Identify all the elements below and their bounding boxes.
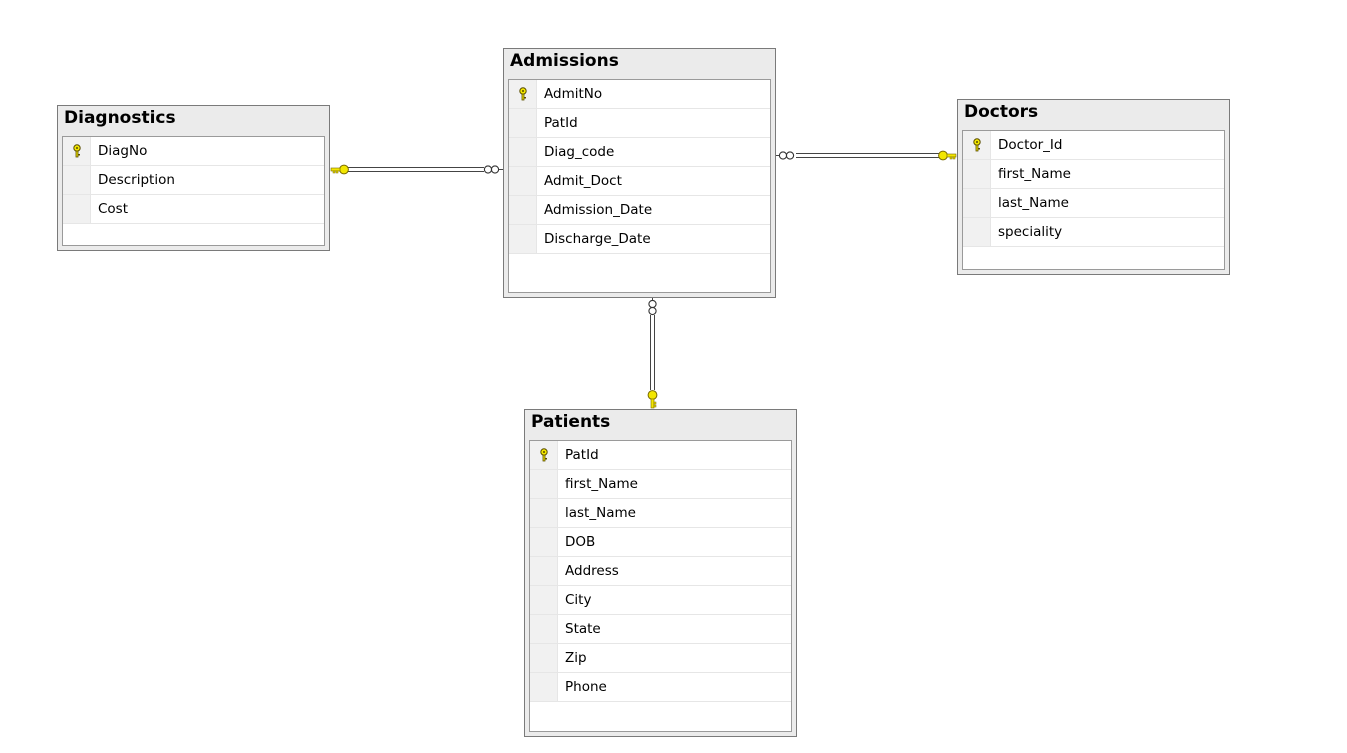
column-name: Address bbox=[565, 563, 619, 579]
table-title: Diagnostics bbox=[64, 108, 176, 127]
column-row[interactable]: Admission_Date bbox=[509, 196, 770, 225]
column-name: DOB bbox=[565, 534, 596, 550]
column-name: last_Name bbox=[565, 505, 636, 521]
key-icon bbox=[972, 138, 982, 152]
column-row[interactable]: Diag_code bbox=[509, 138, 770, 167]
column-row[interactable]: Admit_Doct bbox=[509, 167, 770, 196]
key-icon bbox=[938, 150, 957, 161]
row-gutter bbox=[509, 138, 537, 166]
key-icon bbox=[72, 144, 82, 158]
column-row[interactable]: first_Name bbox=[963, 160, 1224, 189]
column-list: AdmitNo PatId Diag_code Admit_Doct Admis… bbox=[508, 79, 771, 293]
column-name: PatId bbox=[565, 447, 599, 463]
column-row[interactable]: speciality bbox=[963, 218, 1224, 247]
column-name: Cost bbox=[98, 201, 129, 217]
row-gutter bbox=[530, 528, 558, 556]
column-name: Phone bbox=[565, 679, 607, 695]
infinity-icon bbox=[778, 151, 795, 160]
row-gutter bbox=[963, 189, 991, 217]
column-row[interactable]: DOB bbox=[530, 528, 791, 557]
row-gutter bbox=[63, 137, 91, 165]
row-gutter bbox=[63, 195, 91, 223]
row-gutter bbox=[530, 557, 558, 585]
column-row[interactable]: Zip bbox=[530, 644, 791, 673]
column-row[interactable]: PatId bbox=[530, 441, 791, 470]
column-name: Admit_Doct bbox=[544, 173, 622, 189]
row-gutter bbox=[530, 499, 558, 527]
column-name: DiagNo bbox=[98, 143, 148, 159]
row-gutter bbox=[530, 441, 558, 469]
column-row[interactable]: DiagNo bbox=[63, 137, 324, 166]
row-gutter bbox=[963, 160, 991, 188]
column-name: Discharge_Date bbox=[544, 231, 651, 247]
column-name: Description bbox=[98, 172, 175, 188]
row-gutter bbox=[963, 218, 991, 246]
relationship-admissions-doctors[interactable] bbox=[774, 150, 957, 161]
column-row[interactable]: Phone bbox=[530, 673, 791, 702]
column-name: speciality bbox=[998, 224, 1063, 240]
column-list: Doctor_Id first_Name last_Name specialit… bbox=[962, 130, 1225, 270]
column-row[interactable]: Doctor_Id bbox=[963, 131, 1224, 160]
row-gutter bbox=[963, 131, 991, 159]
column-name: PatId bbox=[544, 115, 578, 131]
row-gutter bbox=[509, 80, 537, 108]
row-gutter bbox=[530, 470, 558, 498]
infinity-icon bbox=[483, 165, 500, 174]
row-gutter bbox=[509, 167, 537, 195]
table-title: Patients bbox=[531, 412, 611, 431]
column-row[interactable]: last_Name bbox=[963, 189, 1224, 218]
table-title: Admissions bbox=[510, 51, 619, 70]
column-name: last_Name bbox=[998, 195, 1069, 211]
relationship-admissions-diagnostics[interactable] bbox=[330, 164, 503, 175]
table-title: Doctors bbox=[964, 102, 1039, 121]
column-name: first_Name bbox=[998, 166, 1071, 182]
table-diagnostics[interactable]: Diagnostics DiagNo Description Cost bbox=[57, 105, 330, 251]
relationship-admissions-patients[interactable] bbox=[647, 296, 658, 409]
row-gutter bbox=[509, 225, 537, 253]
row-gutter bbox=[530, 644, 558, 672]
column-row[interactable]: first_Name bbox=[530, 470, 791, 499]
column-name: Zip bbox=[565, 650, 587, 666]
row-gutter bbox=[509, 109, 537, 137]
column-row[interactable]: AdmitNo bbox=[509, 80, 770, 109]
table-patients[interactable]: Patients PatId first_Name last_Name bbox=[524, 409, 797, 737]
row-gutter bbox=[63, 166, 91, 194]
key-icon bbox=[518, 87, 528, 101]
column-name: Diag_code bbox=[544, 144, 615, 160]
infinity-icon bbox=[648, 299, 657, 316]
table-admissions[interactable]: Admissions AdmitNo PatId Diag_code bbox=[503, 48, 776, 298]
row-gutter bbox=[530, 586, 558, 614]
column-row[interactable]: State bbox=[530, 615, 791, 644]
row-gutter bbox=[530, 673, 558, 701]
column-name: Admission_Date bbox=[544, 202, 653, 218]
key-icon bbox=[330, 164, 349, 175]
column-list: PatId first_Name last_Name DOB Address C… bbox=[529, 440, 792, 732]
column-list: DiagNo Description Cost bbox=[62, 136, 325, 246]
column-name: City bbox=[565, 592, 592, 608]
column-name: State bbox=[565, 621, 601, 637]
column-name: first_Name bbox=[565, 476, 638, 492]
column-name: AdmitNo bbox=[544, 86, 603, 102]
table-doctors[interactable]: Doctors Doctor_Id first_Name last_Name bbox=[957, 99, 1230, 275]
column-row[interactable]: City bbox=[530, 586, 791, 615]
key-icon bbox=[539, 448, 549, 462]
column-name: Doctor_Id bbox=[998, 137, 1063, 153]
column-row[interactable]: last_Name bbox=[530, 499, 791, 528]
row-gutter bbox=[530, 615, 558, 643]
column-row[interactable]: Cost bbox=[63, 195, 324, 224]
key-icon bbox=[647, 390, 658, 409]
column-row[interactable]: Address bbox=[530, 557, 791, 586]
column-row[interactable]: PatId bbox=[509, 109, 770, 138]
row-gutter bbox=[509, 196, 537, 224]
column-row[interactable]: Discharge_Date bbox=[509, 225, 770, 254]
column-row[interactable]: Description bbox=[63, 166, 324, 195]
